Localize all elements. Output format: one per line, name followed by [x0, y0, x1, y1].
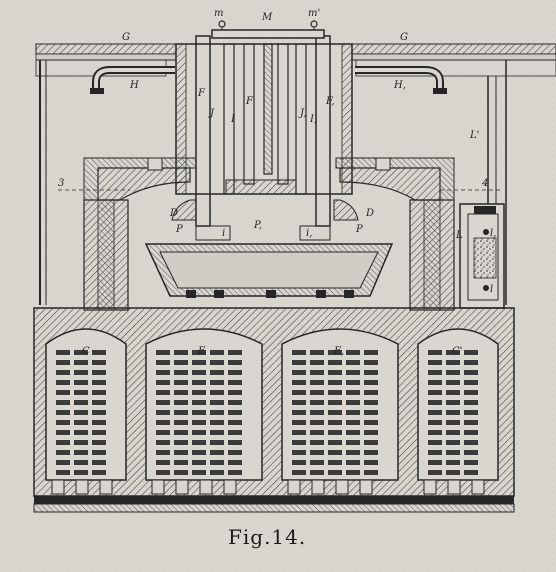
label-E: E [197, 346, 206, 357]
label-C: C [82, 346, 90, 357]
label-i1: i, [306, 228, 312, 239]
figure-caption: Fig.14. [228, 525, 306, 549]
regenerator-base [33, 307, 515, 513]
label-F: F [197, 88, 206, 99]
label-L: L [455, 230, 463, 241]
label-D-right: D [365, 208, 374, 219]
label-m: m [214, 8, 223, 19]
chamber-C1 [417, 328, 499, 495]
label-J: J [208, 108, 215, 119]
diagram-labels: m M m' G G H H, F F F, J I J, I, L' 3 4 … [58, 8, 496, 357]
label-H: H [129, 80, 139, 91]
crucible-boat [144, 243, 394, 298]
label-D-left: D [169, 208, 178, 219]
label-P-right: P [355, 224, 363, 235]
label-I1: I, [309, 114, 317, 125]
chamber-E [145, 328, 263, 495]
chamber-C [45, 328, 127, 495]
label-L1: L' [469, 130, 479, 141]
label-F-mid: F [245, 96, 254, 107]
label-P-left: P [175, 224, 183, 235]
label-i: i [222, 228, 225, 239]
label-G-right: G [400, 32, 408, 43]
label-H1: H, [393, 80, 406, 91]
label-m1: m' [308, 8, 320, 19]
label-G-left: G [122, 32, 130, 43]
label-I: I [230, 114, 236, 125]
label-C1: C' [452, 346, 462, 357]
label-l1: l, [490, 228, 496, 239]
pipes-H [90, 66, 447, 94]
chamber-E1 [281, 328, 399, 495]
label-E1: E, [333, 346, 344, 357]
label-M: M [261, 12, 273, 23]
label-F1: F, [325, 96, 335, 107]
upper-dome [83, 157, 455, 241]
regulator-box [459, 203, 505, 309]
label-J1: J, [298, 108, 307, 119]
label-4: 4 [481, 178, 488, 189]
label-3: 3 [58, 178, 64, 189]
label-l: l [490, 284, 493, 295]
label-P-mid: P, [253, 220, 262, 231]
